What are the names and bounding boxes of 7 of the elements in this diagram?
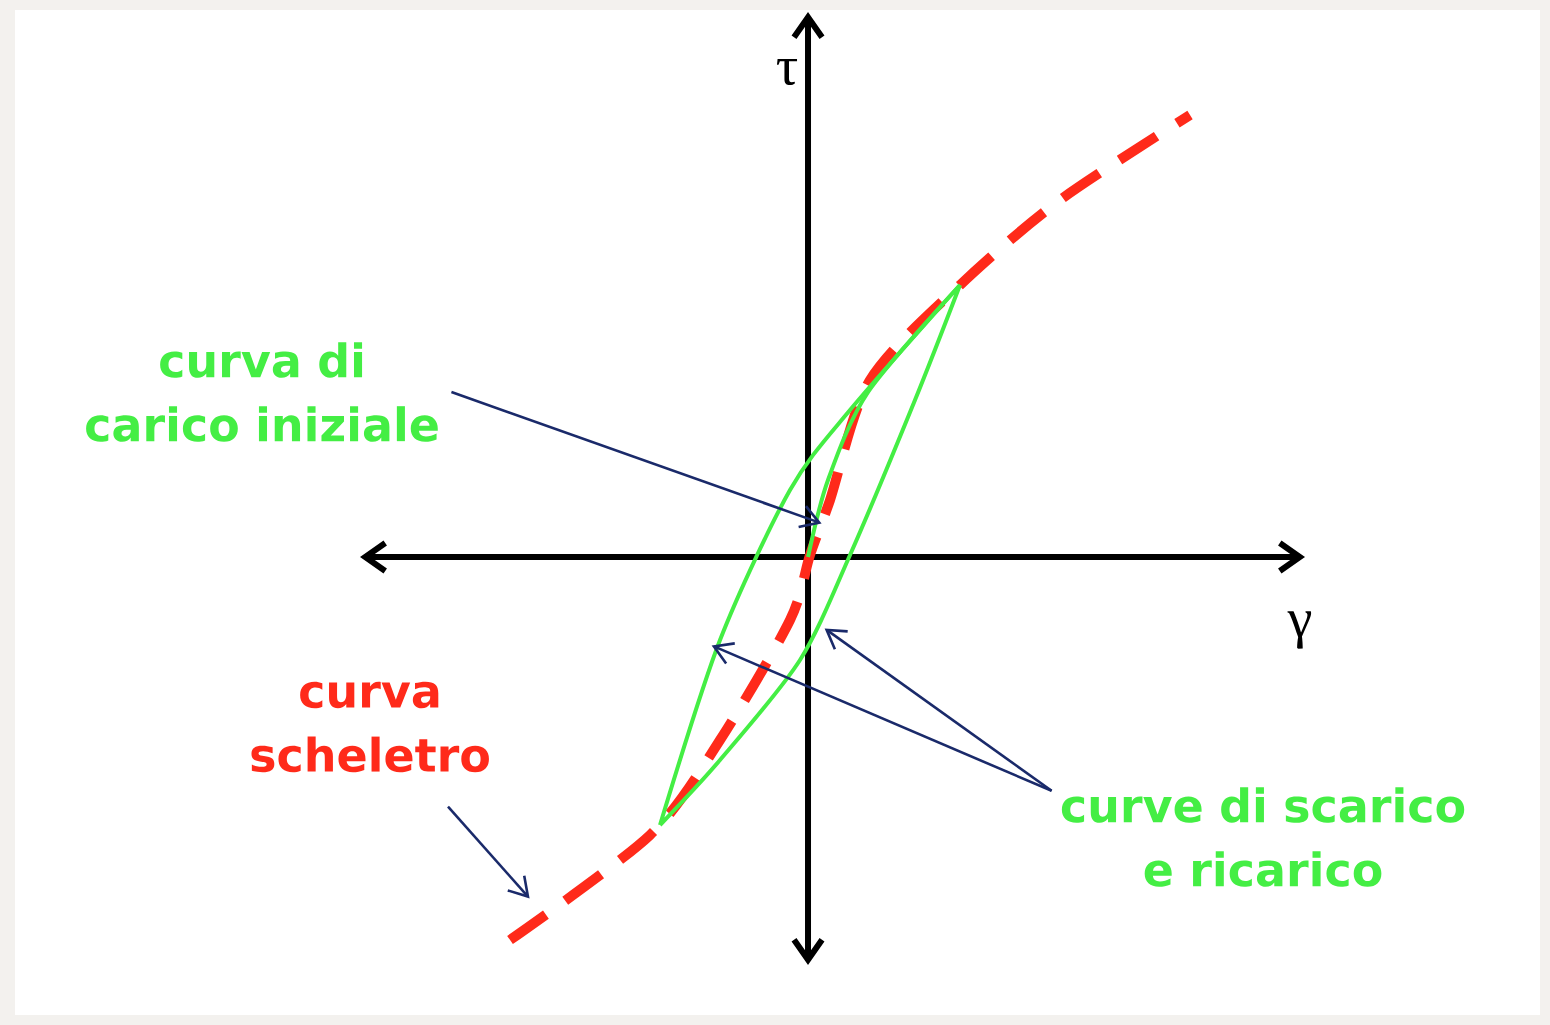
curve-label: curva di carico iniziale — [86, 342, 438, 442]
leader-line — [447, 805, 530, 899]
axis-label: γ — [1287, 611, 1312, 649]
leader-line — [450, 390, 822, 529]
leader-line — [824, 628, 1053, 792]
curve-label: curva scheletro — [251, 681, 489, 773]
curve-label: curve di scarico e ricarico — [1061, 787, 1465, 887]
